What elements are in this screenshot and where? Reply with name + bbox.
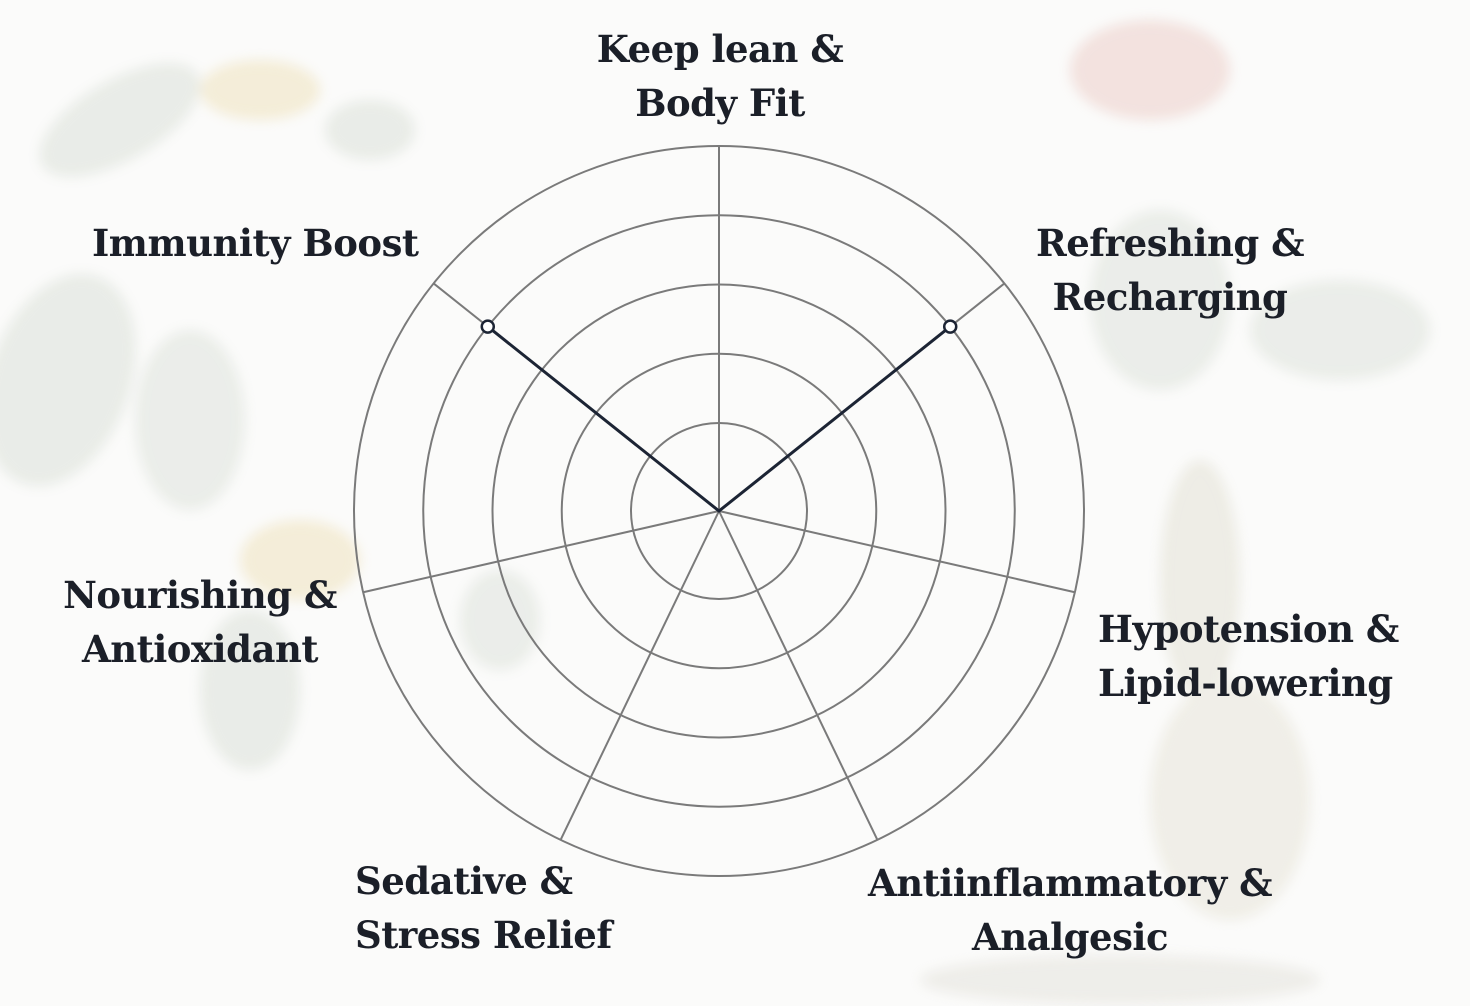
axis-line [718,510,1076,594]
axis-line [362,510,720,594]
axis-label-hypotension: Hypotension &Lipid-lowering [1098,607,1399,705]
data-polygon [486,325,952,513]
axis-label-refreshing: Refreshing &Recharging [1035,221,1305,319]
axis-line [718,510,879,841]
axis-line [559,510,720,841]
axis-label-keep-lean: Keep lean &Body Fit [596,27,844,125]
axis-label-sedative: Sedative &Stress Relief [355,859,612,957]
axis-label-antiinflammatory: Antiinflammatory &Analgesic [868,861,1272,959]
axis-label-nourishing: Nourishing &Antioxidant [63,573,337,671]
data-point [480,319,496,334]
data-point [942,319,958,334]
axis-label-immunity: Immunity Boost [92,221,419,265]
